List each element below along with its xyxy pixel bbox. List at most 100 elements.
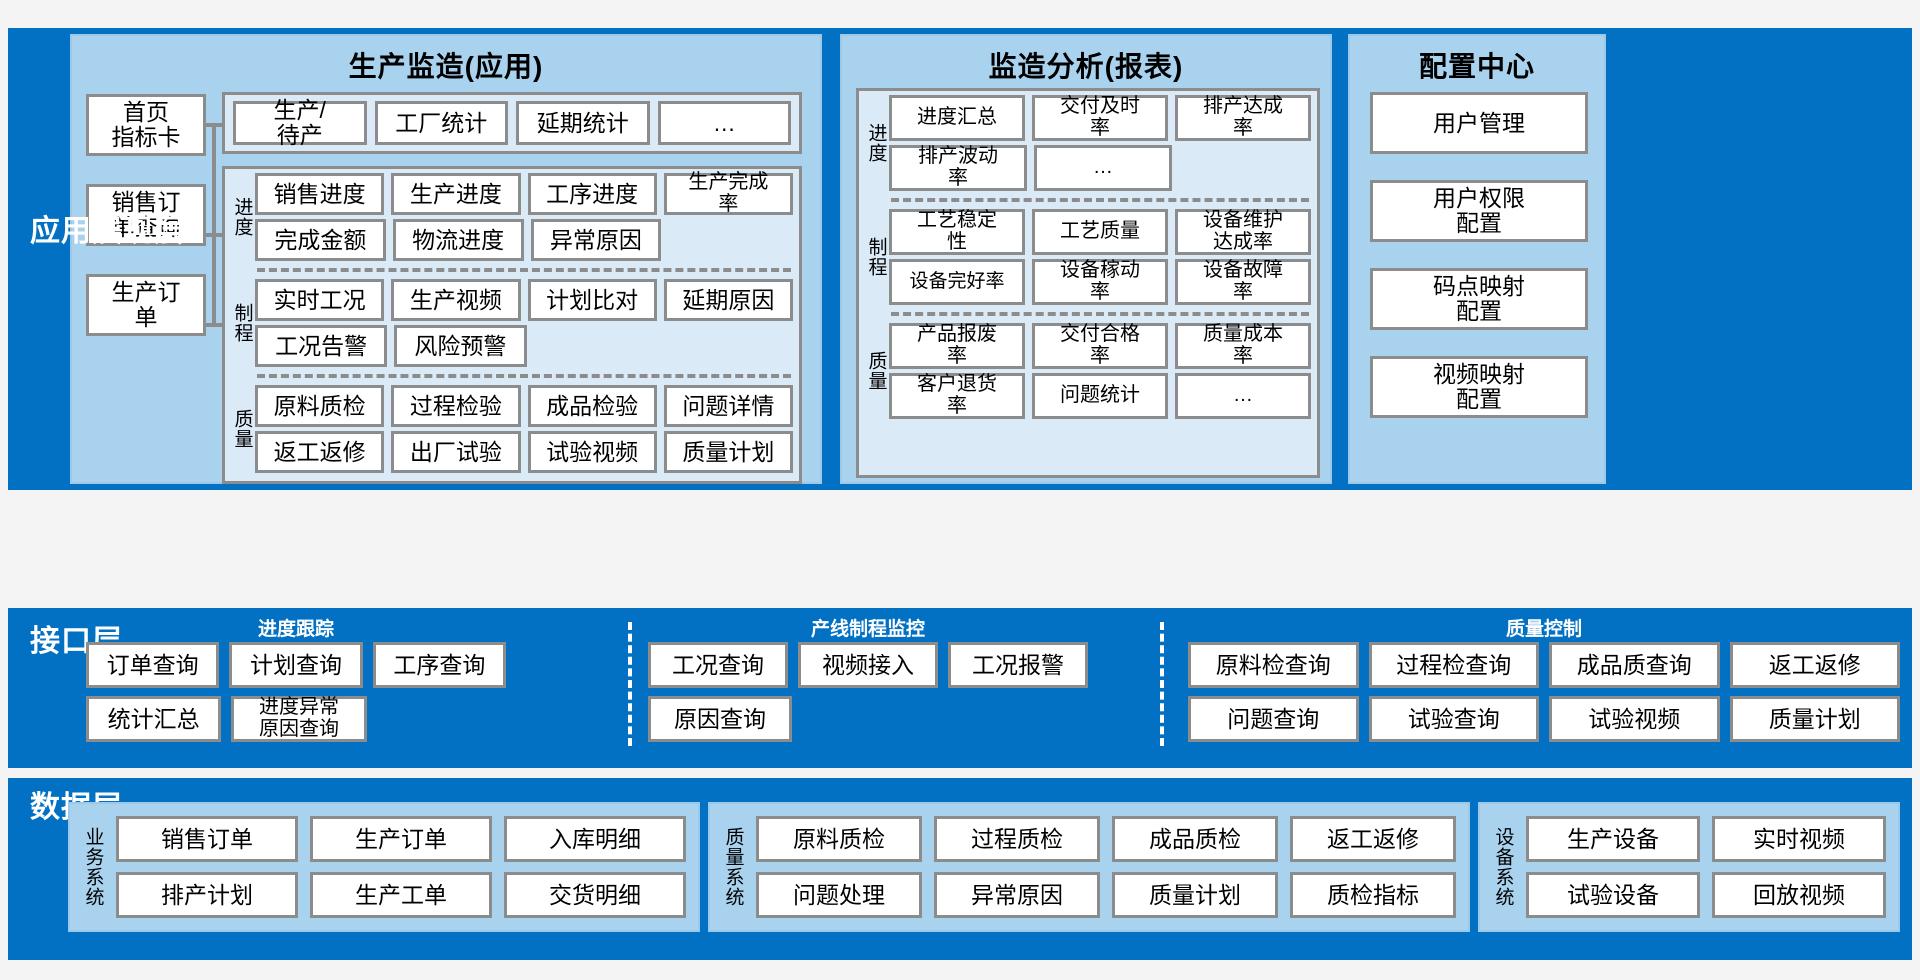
panel-supervision-analysis: 监造分析(报表) 进度 进度汇总 交付及时 率 排产达成 率 排产波动 率 … [840, 34, 1332, 484]
if-tile-process-inspection-query[interactable]: 过程检查询 [1368, 642, 1539, 688]
tile-on-time-delivery-rate[interactable]: 交付及时 率 [1032, 95, 1168, 141]
tile-delivery-pass-rate[interactable]: 交付合格 率 [1032, 323, 1168, 369]
entry-box-production-order[interactable]: 生产订 单 [86, 274, 206, 336]
tile-production-progress[interactable]: 生产进度 [391, 173, 521, 215]
tile-process-stability[interactable]: 工艺稳定 性 [889, 209, 1025, 255]
tile-issue-detail[interactable]: 问题详情 [663, 385, 793, 427]
data-tile-production-work-order[interactable]: 生产工单 [310, 872, 492, 918]
tile-raw-material-inspection[interactable]: 原料质检 [255, 385, 385, 427]
tile-rework-repair[interactable]: 返工返修 [255, 431, 385, 473]
tile-schedule-fluctuation-rate[interactable]: 排产波动 率 [889, 145, 1027, 191]
tile-equipment-utilization-rate[interactable]: 设备稼动 率 [1032, 259, 1168, 305]
config-item-code-point-mapping[interactable]: 码点映射 配置 [1370, 268, 1588, 330]
spacer [950, 696, 1088, 742]
if-tile-reason-query[interactable]: 原因查询 [648, 696, 792, 742]
data-tile-delivery-detail[interactable]: 交货明细 [504, 872, 686, 918]
tile-progress-more[interactable]: … [1034, 145, 1172, 191]
if-tile-issue-query[interactable]: 问题查询 [1188, 696, 1359, 742]
tile-quality-more[interactable]: … [1175, 373, 1311, 419]
section-quality: 质量 原料质检 过程检验 成品检验 问题详情 返工返修 出厂试验 试验视频 [225, 381, 799, 475]
config-item-user-management[interactable]: 用户管理 [1370, 92, 1588, 154]
tile-more[interactable]: … [657, 101, 791, 145]
tile-quality-plan[interactable]: 质量计划 [663, 431, 793, 473]
data-tile-test-equipment[interactable]: 试验设备 [1526, 872, 1700, 918]
if-tile-test-query[interactable]: 试验查询 [1368, 696, 1539, 742]
report-progress-row-1: 进度汇总 交付及时 率 排产达成 率 [889, 95, 1311, 141]
entry-box-sales-order-query[interactable]: 销售订 单查询 [86, 184, 206, 246]
data-tile-playback-video[interactable]: 回放视频 [1712, 872, 1886, 918]
tile-completed-amount[interactable]: 完成金额 [255, 219, 386, 261]
tile-production-completion-rate[interactable]: 生产完成 率 [663, 172, 793, 215]
if-quality-row-2: 问题查询 试验查询 试验视频 质量计划 [1188, 696, 1900, 742]
if-tile-quality-plan[interactable]: 质量计划 [1729, 696, 1900, 742]
tile-abnormal-reason[interactable]: 异常原因 [530, 219, 662, 261]
tile-equipment-maintenance-rate[interactable]: 设备维护 达成率 [1175, 209, 1311, 255]
config-item-user-permission[interactable]: 用户权限 配置 [1370, 180, 1588, 242]
tile-plan-comparison[interactable]: 计划比对 [527, 279, 657, 321]
data-tile-inbound-detail[interactable]: 入库明细 [504, 816, 686, 862]
interface-group-progress-tracking-title: 进度跟踪 [257, 619, 334, 640]
tile-condition-alarm[interactable]: 工况告警 [255, 325, 388, 367]
data-tile-process-inspection[interactable]: 过程质检 [934, 816, 1100, 862]
tile-delay-reason[interactable]: 延期原因 [663, 279, 793, 321]
if-tile-condition-query[interactable]: 工况查询 [648, 642, 788, 688]
tile-factory-test[interactable]: 出厂试验 [391, 431, 521, 473]
tile-logistics-progress[interactable]: 物流进度 [392, 219, 524, 261]
panel-supervision-analysis-title: 监造分析(报表) [988, 51, 1184, 82]
if-tile-finished-product-quality-query[interactable]: 成品质查询 [1549, 642, 1720, 688]
app-top-subpanel: 生产/ 待产 工厂统计 延期统计 … [222, 92, 802, 154]
data-tile-sales-order[interactable]: 销售订单 [116, 816, 298, 862]
data-business-row-1: 销售订单 生产订单 入库明细 [116, 816, 686, 862]
if-tile-raw-material-inspection-query[interactable]: 原料检查询 [1188, 642, 1359, 688]
tile-process-progress[interactable]: 工序进度 [527, 173, 657, 215]
tile-customer-return-rate[interactable]: 客户退货 率 [889, 373, 1025, 419]
tile-equipment-intactness-rate[interactable]: 设备完好率 [889, 259, 1025, 305]
data-tile-issue-handling[interactable]: 问题处理 [756, 872, 922, 918]
entry-box-home-kpi[interactable]: 首页 指标卡 [86, 94, 206, 156]
report-section-progress-label: 进度 [865, 123, 887, 163]
data-tile-inspection-indicator[interactable]: 质检指标 [1290, 872, 1456, 918]
tile-quality-cost-rate[interactable]: 质量成本 率 [1175, 323, 1311, 369]
if-tile-video-access[interactable]: 视频接入 [798, 642, 938, 688]
connector-sales-order [206, 233, 224, 237]
data-tile-production-equipment[interactable]: 生产设备 [1526, 816, 1700, 862]
tile-equipment-failure-rate[interactable]: 设备故障 率 [1175, 259, 1311, 305]
tile-schedule-achievement-rate[interactable]: 排产达成 率 [1175, 95, 1311, 141]
tile-delay-statistics[interactable]: 延期统计 [516, 101, 650, 145]
tile-process-inspection[interactable]: 过程检验 [391, 385, 521, 427]
tile-risk-warning[interactable]: 风险预警 [394, 325, 527, 367]
tile-test-video[interactable]: 试验视频 [527, 431, 657, 473]
tile-finished-product-inspection[interactable]: 成品检验 [527, 385, 657, 427]
if-tile-plan-query[interactable]: 计划查询 [229, 642, 363, 688]
app-main-subpanel: 进度 销售进度 生产进度 工序进度 生产完成 率 完成金额 物流进度 异常原因 [222, 166, 802, 484]
if-tile-statistics-summary[interactable]: 统计汇总 [86, 696, 222, 742]
data-tile-raw-material-inspection[interactable]: 原料质检 [756, 816, 922, 862]
data-tile-rework-repair[interactable]: 返工返修 [1290, 816, 1456, 862]
tile-sales-progress[interactable]: 销售进度 [255, 173, 385, 215]
tile-product-scrap-rate[interactable]: 产品报废 率 [889, 323, 1025, 369]
data-tile-production-schedule[interactable]: 排产计划 [116, 872, 298, 918]
report-quality-row-1: 产品报废 率 交付合格 率 质量成本 率 [889, 323, 1311, 369]
report-section-quality: 质量 产品报废 率 交付合格 率 质量成本 率 客户退货 率 问题统计 … [859, 319, 1317, 421]
tile-realtime-condition[interactable]: 实时工况 [255, 279, 385, 321]
if-tile-condition-alarm[interactable]: 工况报警 [948, 642, 1088, 688]
if-tile-test-video[interactable]: 试验视频 [1549, 696, 1720, 742]
spacer [377, 696, 506, 742]
tile-issue-statistics[interactable]: 问题统计 [1032, 373, 1168, 419]
if-tile-order-query[interactable]: 订单查询 [86, 642, 220, 688]
if-tile-progress-abnormal-reason-query[interactable]: 进度异常 原因查询 [231, 696, 367, 742]
divider-process-quality [257, 374, 791, 378]
data-tile-abnormal-reason[interactable]: 异常原因 [934, 872, 1100, 918]
config-item-video-mapping[interactable]: 视频映射 配置 [1370, 356, 1588, 418]
tile-process-quality[interactable]: 工艺质量 [1032, 209, 1168, 255]
data-tile-production-order[interactable]: 生产订单 [310, 816, 492, 862]
tile-progress-summary[interactable]: 进度汇总 [889, 95, 1025, 141]
tile-production-video[interactable]: 生产视频 [391, 279, 521, 321]
tile-production-pending[interactable]: 生产/ 待产 [233, 98, 367, 147]
tile-factory-statistics[interactable]: 工厂统计 [374, 101, 508, 145]
data-tile-realtime-video[interactable]: 实时视频 [1712, 816, 1886, 862]
if-tile-process-query[interactable]: 工序查询 [372, 642, 506, 688]
data-tile-finished-product-inspection[interactable]: 成品质检 [1112, 816, 1278, 862]
data-tile-quality-plan[interactable]: 质量计划 [1112, 872, 1278, 918]
if-tile-rework-repair[interactable]: 返工返修 [1729, 642, 1900, 688]
